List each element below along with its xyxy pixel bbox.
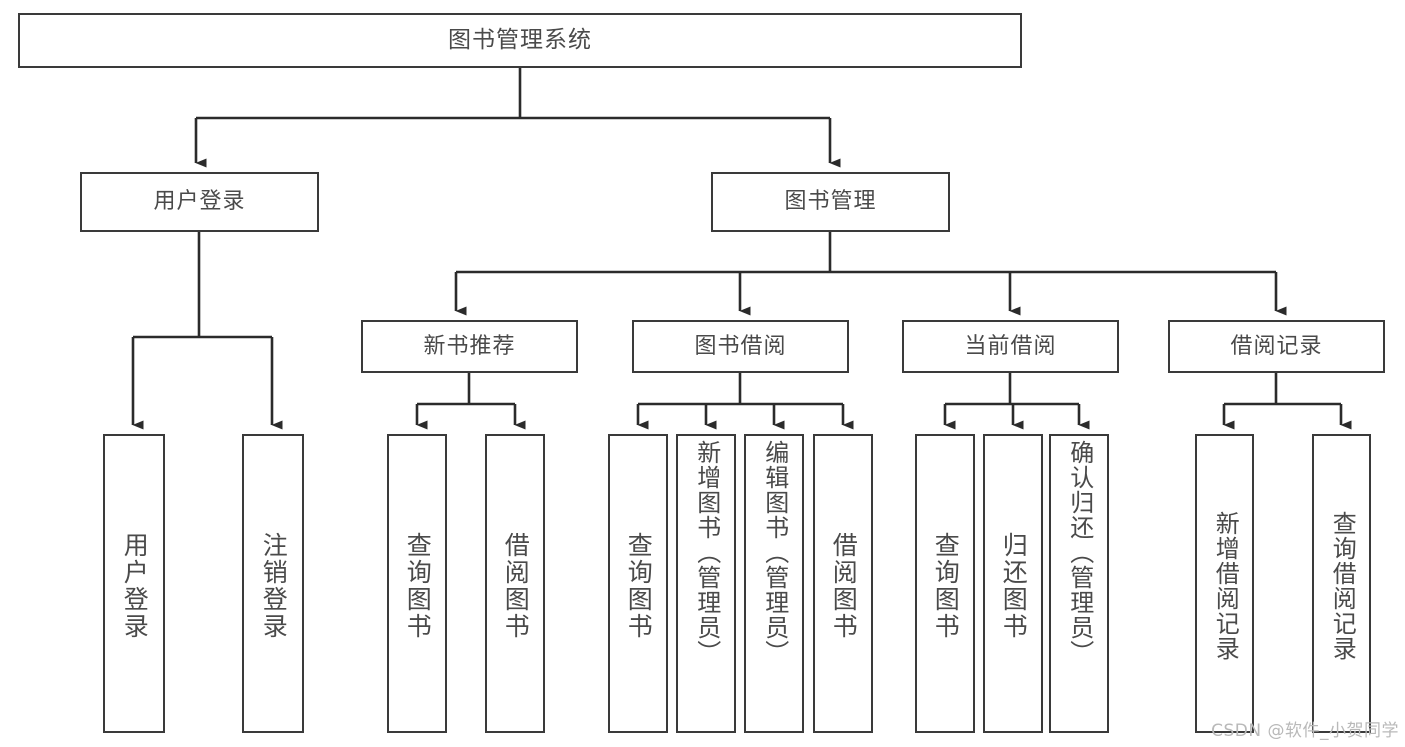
leaf-add-record[interactable]: 新增借阅记录: [1195, 434, 1254, 733]
node-new-book-rec[interactable]: 新书推荐: [361, 320, 578, 373]
leaf-borrow-book-2[interactable]: 借阅图书: [813, 434, 873, 733]
node-borrow-record-label: 借阅记录: [1230, 333, 1323, 359]
node-book-manage-label: 图书管理: [784, 189, 877, 215]
leaf-edit-book[interactable]: 编辑图书（管理员）: [744, 434, 804, 733]
node-new-book-rec-label: 新书推荐: [423, 333, 516, 359]
leaf-logout-label: 注销登录: [259, 531, 289, 640]
node-root[interactable]: 图书管理系统: [18, 13, 1022, 68]
leaf-add-record-label: 新增借阅记录: [1211, 510, 1240, 661]
leaf-return-book[interactable]: 归还图书: [983, 434, 1043, 733]
leaf-return-book-label: 归还图书: [999, 531, 1029, 640]
leaf-borrow-book-2-label: 借阅图书: [829, 531, 859, 640]
node-borrow-record[interactable]: 借阅记录: [1168, 320, 1385, 373]
leaf-confirm-return-label: 确认归还（管理员）: [1065, 440, 1094, 665]
leaf-query-book-1[interactable]: 查询图书: [387, 434, 447, 733]
leaf-query-book-1-label: 查询图书: [403, 531, 433, 640]
leaf-query-record[interactable]: 查询借阅记录: [1312, 434, 1371, 733]
leaf-edit-book-label: 编辑图书（管理员）: [760, 440, 789, 665]
leaf-borrow-book-1-label: 借阅图书: [501, 531, 531, 640]
leaf-query-book-2[interactable]: 查询图书: [608, 434, 668, 733]
leaf-query-book-3-label: 查询图书: [931, 531, 961, 640]
node-user-login-label: 用户登录: [153, 189, 246, 215]
leaf-add-book[interactable]: 新增图书（管理员）: [676, 434, 736, 733]
leaf-query-book-2-label: 查询图书: [624, 531, 654, 640]
node-book-manage[interactable]: 图书管理: [711, 172, 950, 232]
leaf-query-book-3[interactable]: 查询图书: [915, 434, 975, 733]
node-book-borrow[interactable]: 图书借阅: [632, 320, 849, 373]
node-user-login[interactable]: 用户登录: [80, 172, 319, 232]
leaf-confirm-return[interactable]: 确认归还（管理员）: [1049, 434, 1109, 733]
leaf-add-book-label: 新增图书（管理员）: [692, 440, 721, 665]
leaf-borrow-book-1[interactable]: 借阅图书: [485, 434, 545, 733]
leaf-user-login[interactable]: 用户登录: [103, 434, 165, 733]
node-book-borrow-label: 图书借阅: [694, 333, 787, 359]
watermark-text: CSDN @软件_小贺同学: [1211, 721, 1399, 741]
leaf-query-record-label: 查询借阅记录: [1328, 510, 1357, 661]
node-current-borrow[interactable]: 当前借阅: [902, 320, 1119, 373]
leaf-user-login-label: 用户登录: [120, 531, 150, 640]
node-current-borrow-label: 当前借阅: [964, 333, 1057, 359]
node-root-label: 图书管理系统: [448, 27, 592, 54]
leaf-logout[interactable]: 注销登录: [242, 434, 304, 733]
